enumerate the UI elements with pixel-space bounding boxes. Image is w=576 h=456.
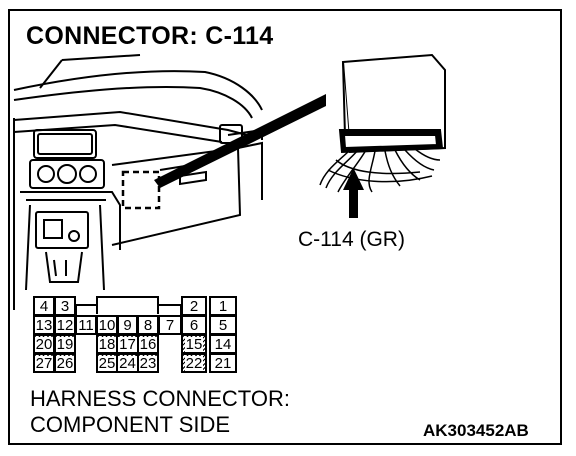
- pin-15: 15: [181, 334, 207, 354]
- pin-23: 23: [137, 353, 159, 373]
- pin-22: 22: [181, 353, 207, 373]
- pin-4: 4: [33, 296, 55, 316]
- pin-17: 17: [117, 334, 138, 354]
- center-vents: [29, 129, 105, 189]
- center-console: [20, 191, 121, 291]
- connector-id-label: C-114 (GR): [298, 228, 405, 251]
- pin-25: 25: [96, 353, 118, 373]
- pin-18: 18: [96, 334, 118, 354]
- pin-6: 6: [181, 315, 207, 335]
- pin-11: 11: [75, 315, 97, 335]
- pin-10: 10: [96, 315, 118, 335]
- component-unit: [338, 53, 446, 154]
- pin-16: 16: [137, 334, 159, 354]
- location-marker: [121, 170, 161, 210]
- pin-24: 24: [117, 353, 138, 373]
- footer-caption-line1: HARNESS CONNECTOR:: [30, 386, 290, 411]
- pin-14: 14: [209, 334, 237, 354]
- pin-1: 1: [209, 296, 237, 316]
- footer-caption-line2: COMPONENT SIDE: [30, 412, 231, 437]
- pin-7: 7: [158, 315, 182, 335]
- pin-9: 9: [117, 315, 138, 335]
- dashboard-outline: [13, 54, 263, 310]
- diagram-frame: [8, 9, 562, 445]
- connector-title: CONNECTOR: C-114: [26, 22, 274, 50]
- pin-20: 20: [33, 334, 55, 354]
- pin-27: 27: [33, 353, 55, 373]
- connector-latch: [96, 296, 159, 314]
- pin-2: 2: [181, 296, 207, 316]
- pin-13: 13: [33, 315, 55, 335]
- connector-latch-left: [75, 304, 97, 317]
- figure-code: AK303452AB: [423, 421, 529, 440]
- pin-3: 3: [54, 296, 76, 316]
- arrow-up-icon: [343, 168, 364, 218]
- pin-8: 8: [137, 315, 159, 335]
- pin-19: 19: [54, 334, 76, 354]
- wire-harness: [319, 148, 441, 193]
- leader-wedge: [154, 94, 326, 188]
- pin-12: 12: [54, 315, 76, 335]
- pin-21: 21: [209, 353, 237, 373]
- pin-5: 5: [209, 315, 237, 335]
- pin-26: 26: [54, 353, 76, 373]
